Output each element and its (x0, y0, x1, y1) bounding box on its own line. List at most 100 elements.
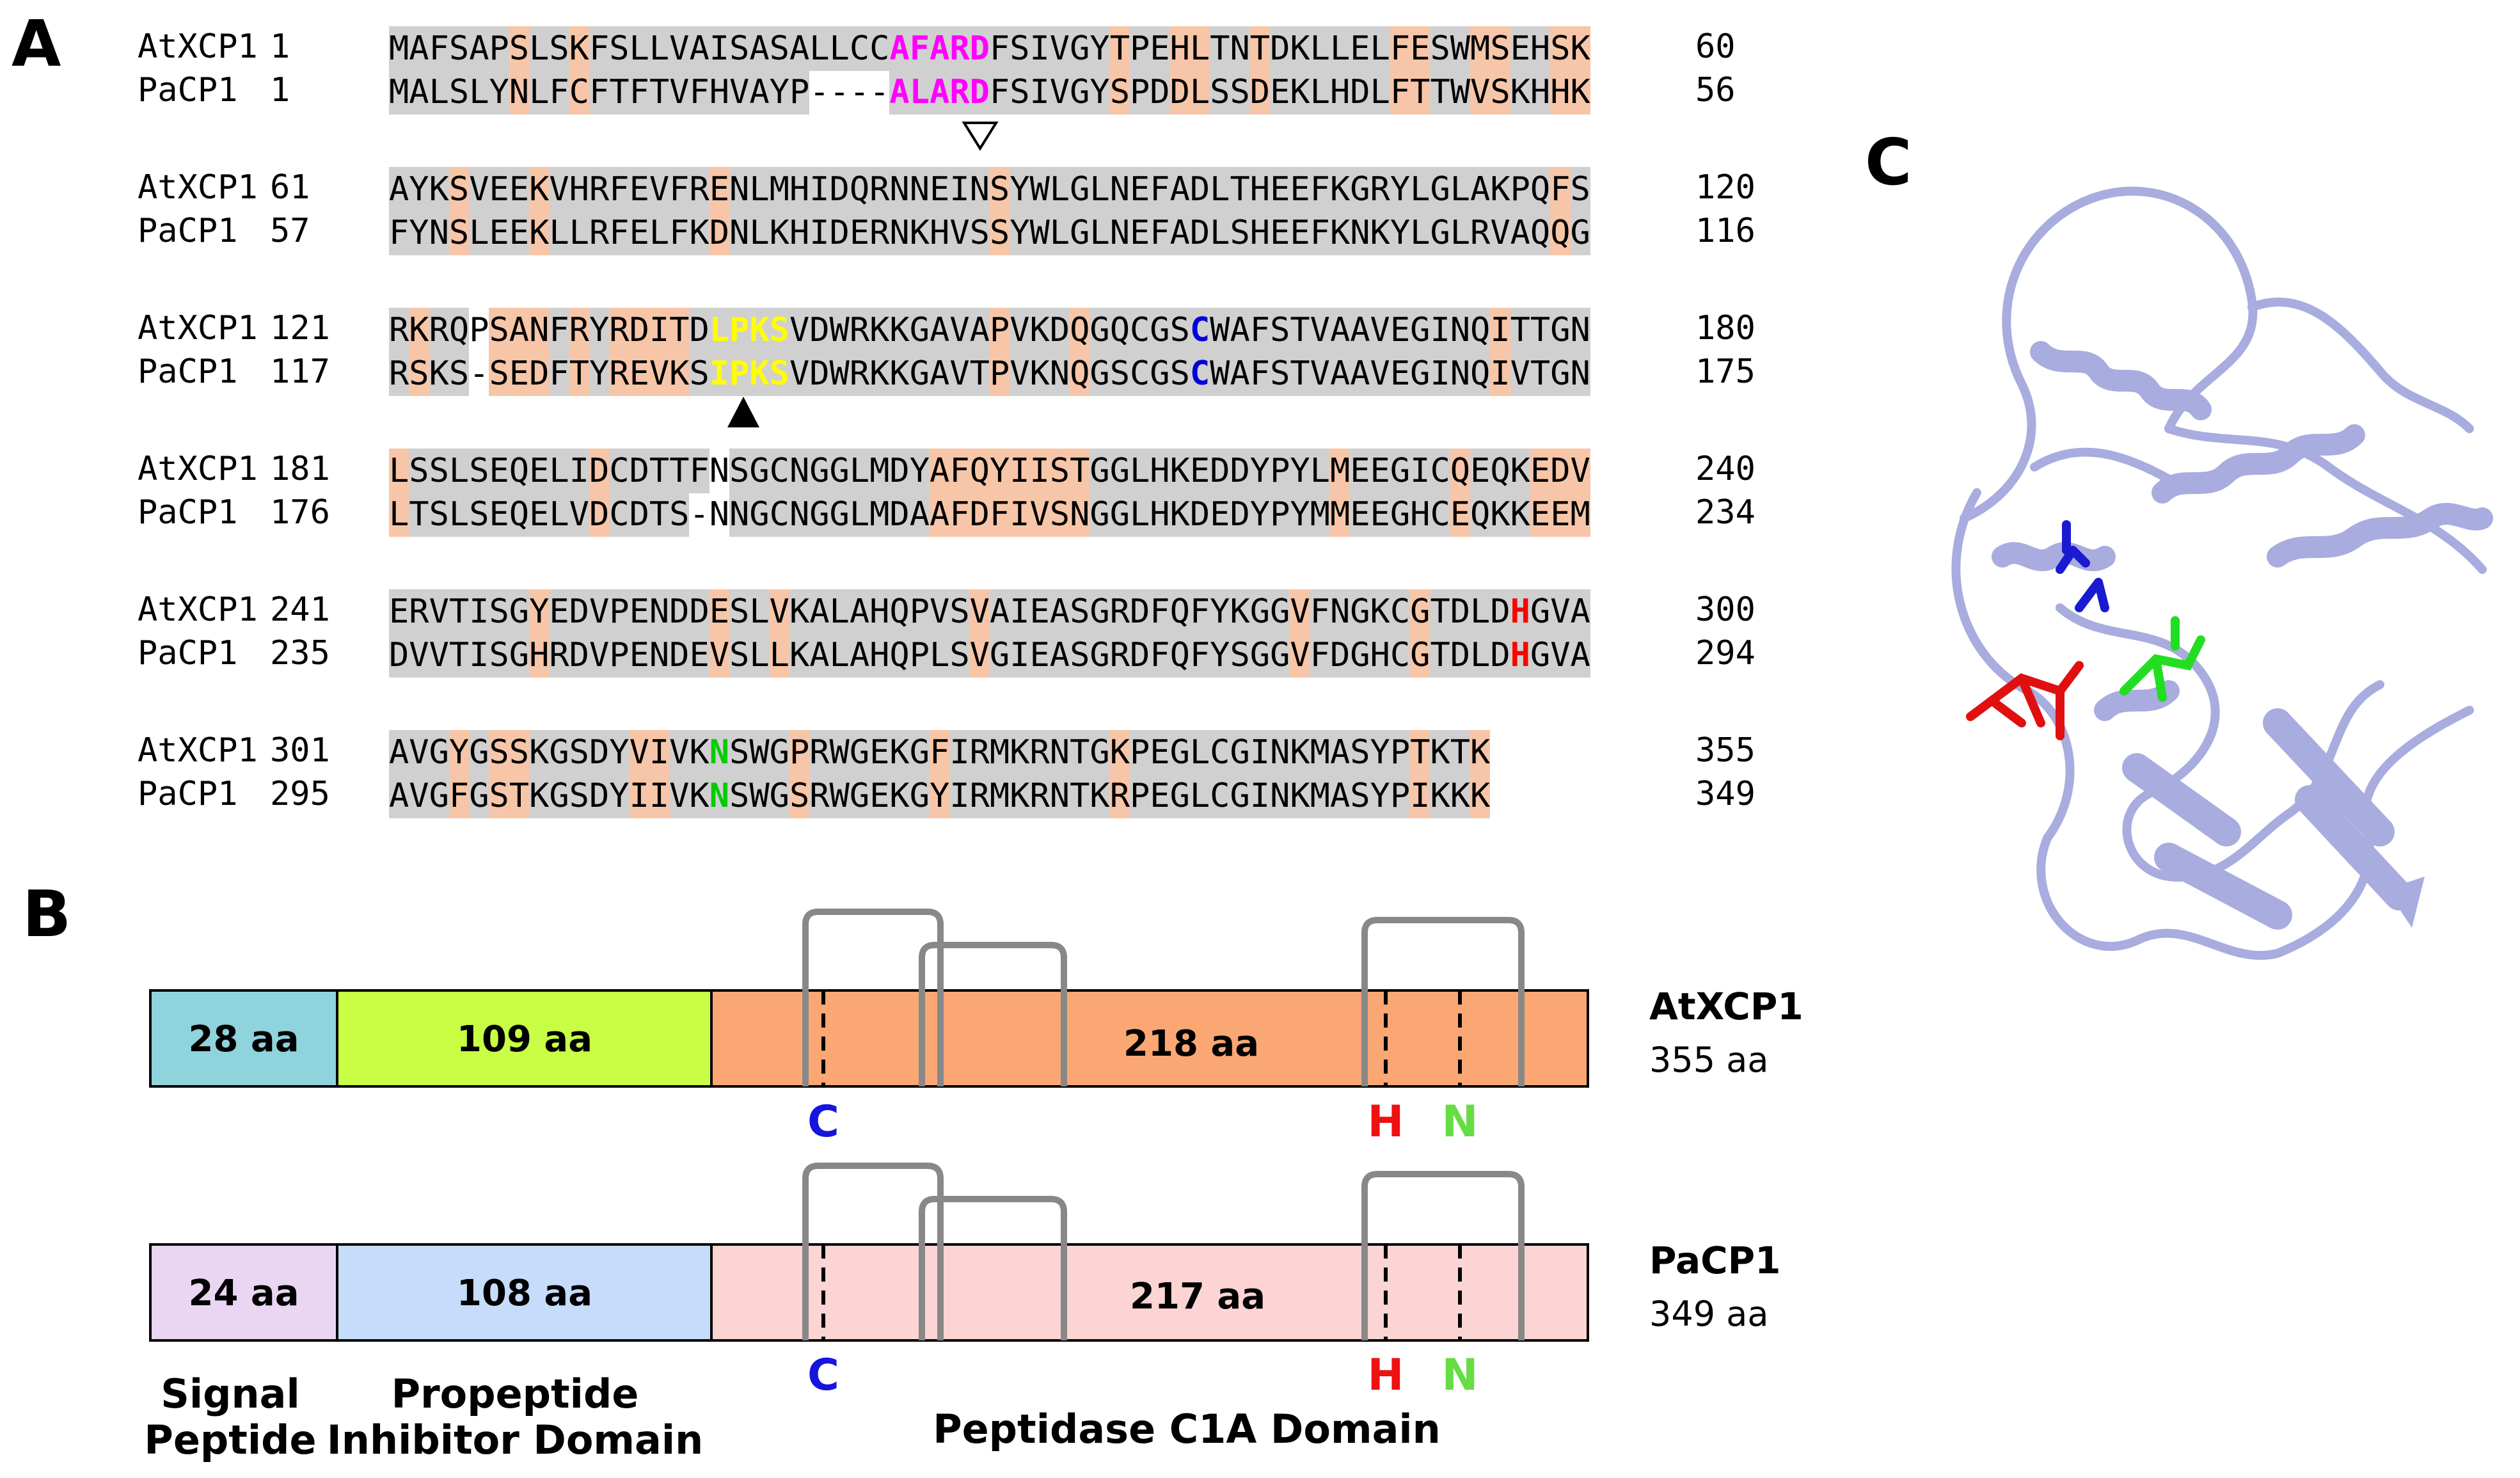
sequence-residues: LTSLSEQELVDCDTS-NNGCNGGLMDAAFDFIVSNGGLHK… (389, 490, 1590, 537)
pacp1-residue-c: C (807, 1350, 839, 1401)
alignment-row: AtXCP1 241 ERVTISGYEDVPENDDESLVKALAHQPVSVA… (0, 585, 1791, 634)
alignment-row: PaCP1 176 LTSLSEQELVDCDTS-NNGCNGGLMDAAFDFI… (0, 488, 1791, 537)
end-position: 180 (1695, 309, 1755, 347)
panel-label-a: A (12, 6, 61, 81)
pacp1-propeptide-length: 108 aa (457, 1273, 592, 1314)
atxcp1-residue-h: H (1368, 1097, 1404, 1147)
pacp1-signal-length: 24 aa (188, 1273, 299, 1314)
sequence-name: AtXCP1 (138, 28, 258, 66)
sequence-name: PaCP1 (138, 71, 238, 109)
sequence-name: AtXCP1 (138, 731, 258, 770)
end-position: 349 (1695, 775, 1755, 813)
sequence-residues: MAFSAPSLSKFSLLVAISASALLCCAFARDFSIVGYTPEH… (389, 24, 1590, 71)
start-position: 301 (270, 731, 330, 770)
sequence-residues: RSKS-SEDFTYREVKSIPKSVDWRKKGAVTPVKNQGSCGS… (389, 349, 1590, 396)
sequence-name: AtXCP1 (138, 591, 258, 629)
sequence-name: PaCP1 (138, 634, 238, 672)
sequence-residues: AVGFGSTKGSDYIIVKNSWGSRWGEKGYIRMKRNTKRPEG… (389, 772, 1490, 818)
cys-residue-sticks (2056, 520, 2109, 612)
end-position: 294 (1695, 634, 1755, 672)
alignment-row: PaCP1 57 FYNSLEEKLLRFELFKDNLKHIDERNKHVSSYW… (0, 207, 1791, 255)
start-position: 235 (270, 634, 330, 672)
alignment-row: AtXCP1 121 RKRQPSANFRYRDITDLPKSVDWRKKGAVAP… (0, 304, 1791, 353)
start-position: 1 (270, 71, 290, 109)
start-position: 57 (270, 212, 310, 250)
alignment-row: PaCP1 235 DVVTISGHRDVPENDEVSLLKALAHQPLSVGI… (0, 629, 1791, 678)
alignment-row: AtXCP1 1 MAFSAPSLSKFSLLVAISASALLCCAFARDFSI… (0, 22, 1791, 71)
sequence-residues: AVGYGSSKGSDYVIVKNSWGPRWGEKGFIRMKRNTGKPEG… (389, 728, 1490, 775)
sequence-name: PaCP1 (138, 775, 238, 813)
sequence-residues: DVVTISGHRDVPENDEVSLLKALAHQPLSVGIEASGRDFQ… (389, 631, 1590, 678)
alignment-row: AtXCP1 181 LSSLSEQELIDCDTTFNSGCNGGLMDYAFQY… (0, 445, 1791, 493)
asn-residue-sticks (2120, 616, 2205, 702)
start-position: 117 (270, 353, 330, 391)
sequence-residues: MALSLYNLFCFTFTVFHVAYP----ALARDFSIVGYSPDD… (389, 68, 1590, 115)
pacp1-peptidase-bar (710, 1243, 1589, 1342)
start-position: 241 (270, 591, 330, 629)
end-position: 240 (1695, 450, 1755, 488)
atxcp1-residue-c: C (807, 1097, 839, 1147)
sequence-name: AtXCP1 (138, 450, 258, 488)
pacp1-disulfide-bridge (1361, 1171, 1525, 1340)
end-position: 300 (1695, 591, 1755, 629)
panel-label-b: B (22, 877, 72, 951)
end-position: 120 (1695, 168, 1755, 207)
atxcp1-name: AtXCP1 (1649, 985, 1803, 1028)
pacp1-residue-n: N (1442, 1350, 1478, 1401)
pacp1-peptidase-length: 217 aa (1130, 1276, 1265, 1317)
sequence-name: PaCP1 (138, 212, 238, 250)
filled-triangle-marker (727, 397, 759, 427)
atxcp1-signal-length: 28 aa (188, 1019, 299, 1060)
pacp1-length: 349 aa (1649, 1294, 1768, 1334)
pacp1-propeptide-bar (336, 1243, 713, 1342)
alignment-row: PaCP1 295 AVGFGSTKGSDYIIVKNSWGSRWGEKGYIRMK… (0, 770, 1791, 818)
peptidase-domain-label: Peptidase C1A Domain (933, 1406, 1441, 1452)
end-position: 234 (1695, 493, 1755, 532)
sequence-name: PaCP1 (138, 493, 238, 532)
atxcp1-peptidase-length: 218 aa (1123, 1023, 1259, 1065)
start-position: 1 (270, 28, 290, 66)
atxcp1-disulfide-bridge (1361, 917, 1525, 1086)
end-position: 175 (1695, 353, 1755, 391)
pacp1-residue-h: H (1368, 1350, 1404, 1401)
start-position: 176 (270, 493, 330, 532)
sequence-residues: ERVTISGYEDVPENDDESLVKALAHQPVSVAIEASGRDFQ… (389, 587, 1590, 634)
atxcp1-peptidase-bar (710, 989, 1589, 1088)
atxcp1-disulfide-bridge (802, 909, 944, 1086)
end-position: 116 (1695, 212, 1755, 250)
start-position: 121 (270, 309, 330, 347)
atxcp1-disulfide-bridge (919, 942, 1067, 1086)
sequence-name: AtXCP1 (138, 309, 258, 347)
structure-ribbon (1951, 186, 2493, 960)
atxcp1-propeptide-length: 109 aa (457, 1019, 592, 1060)
atxcp1-propeptide-bar (336, 989, 713, 1088)
open-triangle-marker (962, 122, 999, 151)
sequence-residues: AYKSVEEKVHRFEVFRENLMHIDQRNNEINSYWLGLNEFA… (389, 165, 1590, 212)
end-position: 56 (1695, 71, 1736, 109)
start-position: 61 (270, 168, 310, 207)
sequence-residues: RKRQPSANFRYRDITDLPKSVDWRKKGAVAPVKDQGQCGS… (389, 306, 1590, 353)
panel-label-c: C (1865, 125, 1912, 200)
protein-structure (1951, 186, 2493, 960)
start-position: 295 (270, 775, 330, 813)
pacp1-name: PaCP1 (1649, 1239, 1781, 1282)
atxcp1-residue-n: N (1442, 1097, 1478, 1147)
sequence-name: PaCP1 (138, 353, 238, 391)
alignment-row: PaCP1 117 RSKS-SEDFTYREVKSIPKSVDWRKKGAVTPV… (0, 347, 1791, 396)
start-position: 181 (270, 450, 330, 488)
atxcp1-signal-bar (149, 989, 338, 1088)
atxcp1-length: 355 aa (1649, 1040, 1768, 1080)
end-position: 60 (1695, 28, 1736, 66)
sequence-residues: FYNSLEEKLLRFELFKDNLKHIDERNKHVSSYWLGLNEFA… (389, 209, 1590, 255)
end-position: 355 (1695, 731, 1755, 770)
alignment-row: AtXCP1 301 AVGYGSSKGSDYVIVKNSWGPRWGEKGFIRM… (0, 726, 1791, 775)
sequence-residues: LSSLSEQELIDCDTTFNSGCNGGLMDYAFQYIISTGGLHK… (389, 447, 1590, 493)
pacp1-disulfide-bridge (802, 1163, 944, 1340)
his-residue-sticks (1966, 661, 2084, 740)
pacp1-signal-bar (149, 1243, 338, 1342)
